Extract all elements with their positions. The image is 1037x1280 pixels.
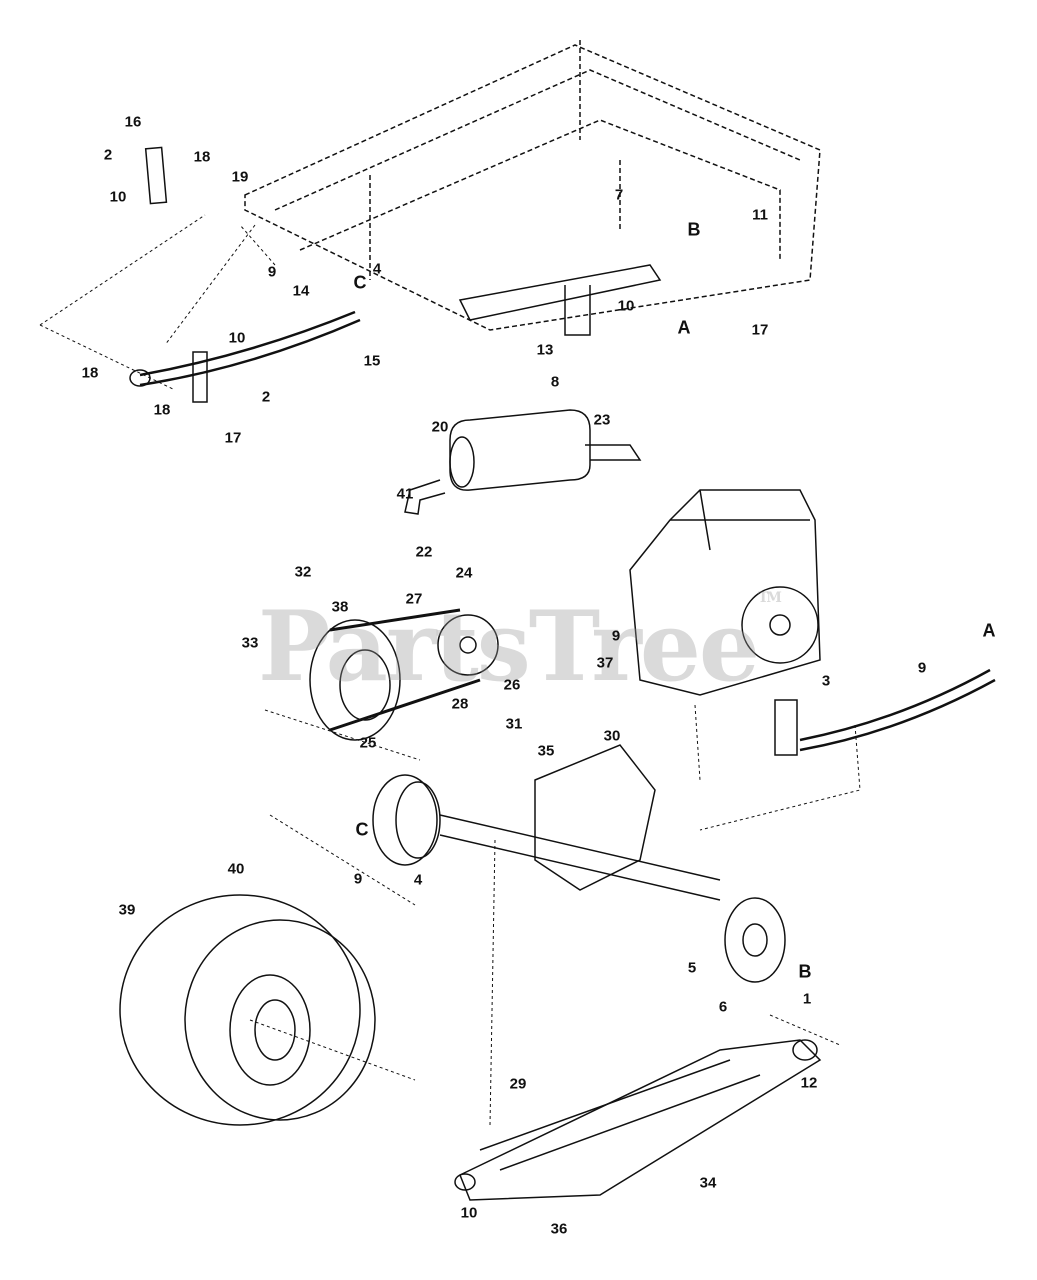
frame-front-rail (458, 264, 662, 321)
callout-18[interactable]: 18 (153, 401, 171, 419)
watermark-text: PartsTree (258, 590, 760, 703)
callout-37[interactable]: 37 (596, 654, 614, 672)
callout-10[interactable]: 10 (617, 297, 635, 315)
callout-8[interactable]: 8 (550, 373, 560, 391)
muffler (404, 409, 642, 515)
callout-26[interactable]: 26 (503, 676, 521, 694)
callout-19[interactable]: 19 (231, 168, 249, 186)
callout-17[interactable]: 17 (224, 429, 242, 447)
callout-10[interactable]: 10 (109, 188, 127, 206)
tire (119, 894, 376, 1126)
callout-C[interactable]: C (353, 272, 367, 293)
callout-25[interactable]: 25 (359, 734, 377, 752)
callout-A[interactable]: A (677, 317, 691, 338)
callout-35[interactable]: 35 (537, 742, 555, 760)
callout-1[interactable]: 1 (802, 990, 812, 1008)
callout-40[interactable]: 40 (227, 860, 245, 878)
leaf-spring-left (139, 310, 361, 387)
callout-7[interactable]: 7 (614, 186, 624, 204)
callout-4[interactable]: 4 (372, 260, 382, 278)
callout-3[interactable]: 3 (821, 672, 831, 690)
callout-23[interactable]: 23 (593, 411, 611, 429)
callout-B[interactable]: B (798, 961, 812, 982)
callout-15[interactable]: 15 (363, 352, 381, 370)
callout-36[interactable]: 36 (550, 1220, 568, 1238)
callout-9[interactable]: 9 (917, 659, 927, 677)
upper-frame (244, 40, 821, 331)
callout-41[interactable]: 41 (396, 485, 414, 503)
lower-frame (454, 1039, 822, 1201)
callout-5[interactable]: 5 (687, 959, 697, 977)
callout-38[interactable]: 38 (331, 598, 349, 616)
spring-hanger (144, 146, 168, 205)
callout-2[interactable]: 2 (103, 146, 113, 164)
callout-B[interactable]: B (687, 219, 701, 240)
callout-28[interactable]: 28 (451, 695, 469, 713)
leader-lines (39, 214, 861, 1126)
callout-29[interactable]: 29 (509, 1075, 527, 1093)
callout-27[interactable]: 27 (405, 590, 423, 608)
callout-39[interactable]: 39 (118, 901, 136, 919)
callout-C[interactable]: C (355, 819, 369, 840)
callout-14[interactable]: 14 (292, 282, 310, 300)
callout-6[interactable]: 6 (718, 998, 728, 1016)
callout-11[interactable]: 11 (752, 206, 768, 224)
leaf-spring-right (799, 668, 996, 752)
callout-24[interactable]: 24 (455, 564, 473, 582)
callout-A[interactable]: A (982, 620, 996, 641)
callout-31[interactable]: 31 (505, 715, 523, 733)
support-post (564, 285, 591, 336)
callout-22[interactable]: 22 (415, 543, 433, 561)
callout-9[interactable]: 9 (611, 627, 621, 645)
callout-18[interactable]: 18 (193, 148, 211, 166)
rear-axle (372, 744, 786, 983)
callout-20[interactable]: 20 (431, 418, 449, 436)
callout-10[interactable]: 10 (228, 329, 246, 347)
callout-17[interactable]: 17 (751, 321, 769, 339)
callout-32[interactable]: 32 (294, 563, 312, 581)
callout-2[interactable]: 2 (261, 388, 271, 406)
callout-9[interactable]: 9 (353, 870, 363, 888)
watermark-tm: TM (757, 590, 782, 606)
callout-4[interactable]: 4 (413, 871, 423, 889)
callout-18[interactable]: 18 (81, 364, 99, 382)
callout-10[interactable]: 10 (460, 1204, 478, 1222)
drive-clutch (309, 608, 499, 741)
callout-13[interactable]: 13 (536, 341, 554, 359)
callout-34[interactable]: 34 (699, 1174, 717, 1192)
partstree-watermark: PartsTreeTM (258, 590, 782, 703)
callout-16[interactable]: 16 (124, 113, 142, 131)
callout-30[interactable]: 30 (603, 727, 621, 745)
engine (629, 489, 821, 696)
callout-9[interactable]: 9 (267, 263, 277, 281)
callout-33[interactable]: 33 (241, 634, 259, 652)
callout-12[interactable]: 12 (800, 1074, 818, 1092)
